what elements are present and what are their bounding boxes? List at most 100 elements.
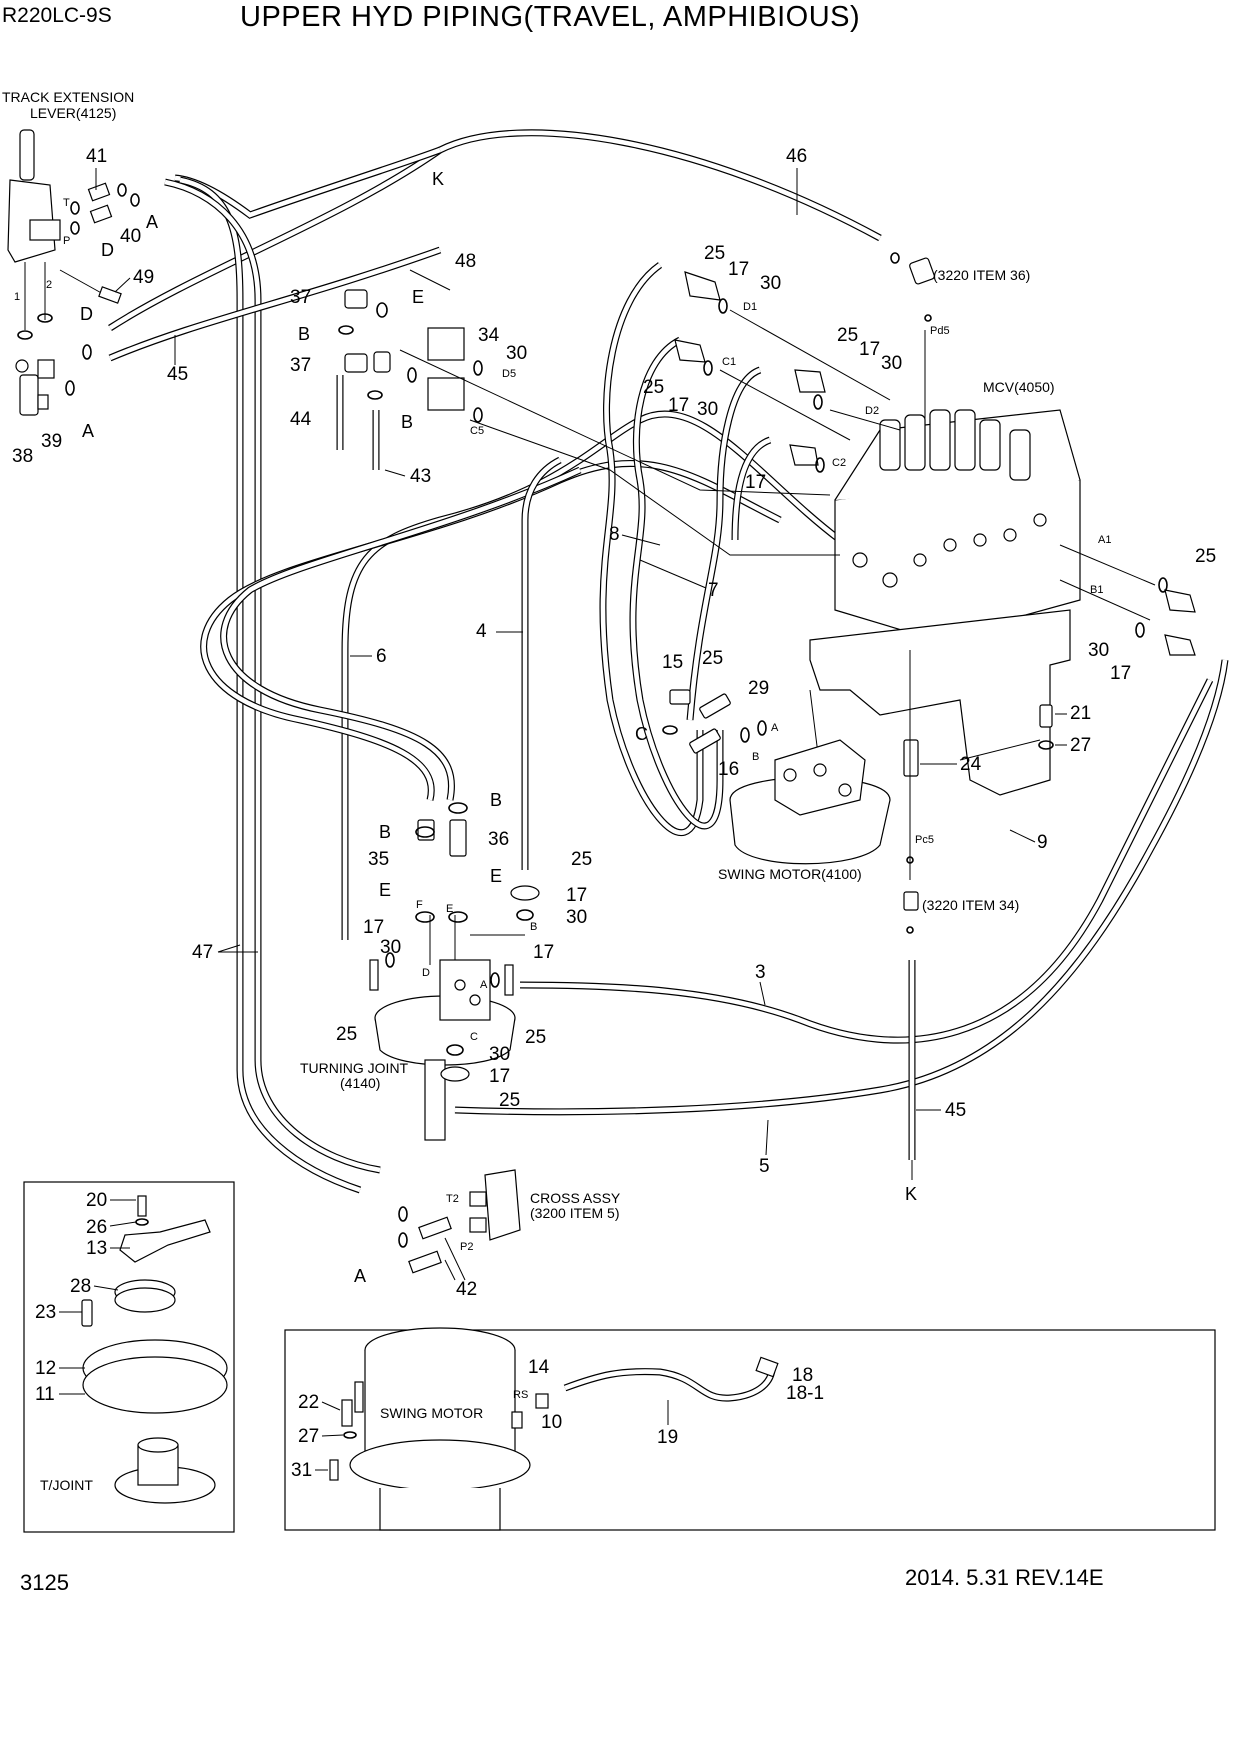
callout-40: 40 bbox=[120, 226, 141, 247]
letter-D1: D bbox=[101, 240, 114, 260]
letter-K1: K bbox=[432, 169, 444, 189]
turning-joint-label-2: (4140) bbox=[340, 1075, 380, 1091]
callout-26: 26 bbox=[86, 1217, 107, 1238]
letter-E3: E bbox=[379, 880, 391, 900]
callout-22: 22 bbox=[298, 1392, 319, 1413]
callout-25-e: 25 bbox=[1195, 546, 1216, 567]
callout-17-e: 17 bbox=[1110, 663, 1131, 684]
swing-motor-label: SWING MOTOR(4100) bbox=[718, 866, 862, 882]
port-D5: D5 bbox=[502, 368, 516, 380]
callout-19: 19 bbox=[657, 1427, 678, 1448]
swing-motor: SWING MOTOR(4100) B A bbox=[718, 722, 891, 882]
port-D1: D1 bbox=[743, 301, 757, 313]
callout-20: 20 bbox=[86, 1190, 107, 1211]
callout-43: 43 bbox=[410, 466, 431, 487]
lever-label-2: LEVER(4125) bbox=[30, 105, 116, 121]
callout-17-g: 17 bbox=[363, 917, 384, 938]
part-callouts: 41 40 49 45 38 39 46 48 37 37 34 30 44 4… bbox=[12, 146, 1216, 1481]
letter-C1: C bbox=[635, 724, 648, 744]
ref-item-34: (3220 ITEM 34) bbox=[922, 897, 1019, 913]
turning-joint-label-1: TURNING JOINT bbox=[300, 1060, 409, 1076]
callout-27-a: 27 bbox=[1070, 735, 1091, 756]
letter-B4: B bbox=[379, 822, 391, 842]
callout-25-c: 25 bbox=[837, 325, 858, 346]
callout-41: 41 bbox=[86, 146, 107, 167]
callout-25-h: 25 bbox=[525, 1027, 546, 1048]
callout-31: 31 bbox=[291, 1460, 312, 1481]
callout-38: 38 bbox=[12, 446, 33, 467]
callout-13: 13 bbox=[86, 1238, 107, 1259]
tj-port-C: C bbox=[470, 1031, 478, 1043]
lever-port-T: T bbox=[63, 197, 70, 209]
callout-16: 16 bbox=[718, 759, 739, 780]
callout-45-a: 45 bbox=[167, 364, 188, 385]
callout-25-f: 25 bbox=[571, 849, 592, 870]
mcv-valve: MCV(4050) bbox=[809, 379, 1081, 796]
callout-30-h: 30 bbox=[489, 1044, 510, 1065]
cross-assy: CROSS ASSY (3200 ITEM 5) T2 P2 bbox=[398, 1169, 621, 1274]
model-number: R220LC-9S bbox=[2, 4, 112, 27]
hose-bundle bbox=[108, 129, 1229, 1402]
callout-17-b: 17 bbox=[668, 395, 689, 416]
callout-48: 48 bbox=[455, 251, 476, 272]
mcv-label: MCV(4050) bbox=[983, 379, 1055, 395]
callout-30-c: 30 bbox=[697, 399, 718, 420]
callout-3: 3 bbox=[755, 962, 766, 983]
callout-12: 12 bbox=[35, 1358, 56, 1379]
callout-34: 34 bbox=[478, 325, 500, 346]
callout-39: 39 bbox=[41, 431, 62, 452]
tj-port-A: A bbox=[480, 979, 488, 991]
fittings: (3220 ITEM 36) (3220 ITEM 34) bbox=[338, 252, 1196, 1082]
letter-A3: A bbox=[354, 1266, 366, 1286]
callout-11: 11 bbox=[35, 1384, 55, 1405]
lever-port-P: P bbox=[63, 235, 70, 247]
port-C2: C2 bbox=[832, 457, 846, 469]
callout-17-i: 17 bbox=[489, 1066, 510, 1087]
page-number: 3125 bbox=[20, 1570, 69, 1595]
callout-30-b: 30 bbox=[760, 273, 781, 294]
callout-42: 42 bbox=[456, 1279, 477, 1300]
letter-A1: A bbox=[146, 212, 158, 232]
callout-17-d: 17 bbox=[745, 472, 766, 493]
tj-port-F: F bbox=[416, 899, 423, 911]
callout-24: 24 bbox=[960, 754, 982, 775]
port-Pc5: Pc5 bbox=[915, 834, 934, 846]
hose-46 bbox=[108, 129, 882, 331]
tj-port-B: B bbox=[530, 921, 537, 933]
callout-44: 44 bbox=[290, 409, 312, 430]
port-B1: B1 bbox=[1090, 584, 1103, 596]
letter-D2: D bbox=[80, 304, 93, 324]
callout-17-h: 17 bbox=[533, 942, 554, 963]
ref-item-36: (3220 ITEM 36) bbox=[933, 267, 1030, 283]
track-extension-lever: TRACK EXTENSION LEVER(4125) 1 2 T P bbox=[2, 89, 140, 416]
callout-17-f: 17 bbox=[566, 885, 587, 906]
port-C1: C1 bbox=[722, 356, 736, 368]
lever-port-1: 1 bbox=[14, 291, 20, 303]
callout-25-b: 25 bbox=[643, 377, 664, 398]
sm-port-A: A bbox=[771, 722, 779, 734]
callout-28: 28 bbox=[70, 1276, 91, 1297]
callout-36: 36 bbox=[488, 829, 509, 850]
callout-37-b: 37 bbox=[290, 355, 311, 376]
hose-4 bbox=[521, 456, 562, 870]
letter-E1: E bbox=[412, 287, 424, 307]
cross-port-P2: P2 bbox=[460, 1241, 473, 1253]
cross-port-T2: T2 bbox=[446, 1193, 459, 1205]
letter-B1: B bbox=[298, 324, 310, 344]
tj-port-D: D bbox=[422, 967, 430, 979]
port-A1: A1 bbox=[1098, 534, 1111, 546]
callout-25-a: 25 bbox=[704, 243, 725, 264]
port-C5: C5 bbox=[470, 425, 484, 437]
callout-17-a: 17 bbox=[728, 259, 749, 280]
revision-date: 2014. 5.31 REV.14E bbox=[905, 1565, 1104, 1590]
letter-A2: A bbox=[82, 421, 94, 441]
port-D2: D2 bbox=[865, 405, 879, 417]
callout-30-d: 30 bbox=[881, 353, 902, 374]
callout-21: 21 bbox=[1070, 703, 1091, 724]
inset-swing-motor-box: SWING MOTOR RS bbox=[284, 1327, 1216, 1531]
cross-assy-label-1: CROSS ASSY bbox=[530, 1190, 621, 1206]
callout-25-d: 25 bbox=[702, 648, 723, 669]
callout-23: 23 bbox=[35, 1302, 56, 1323]
callout-4: 4 bbox=[476, 621, 487, 642]
